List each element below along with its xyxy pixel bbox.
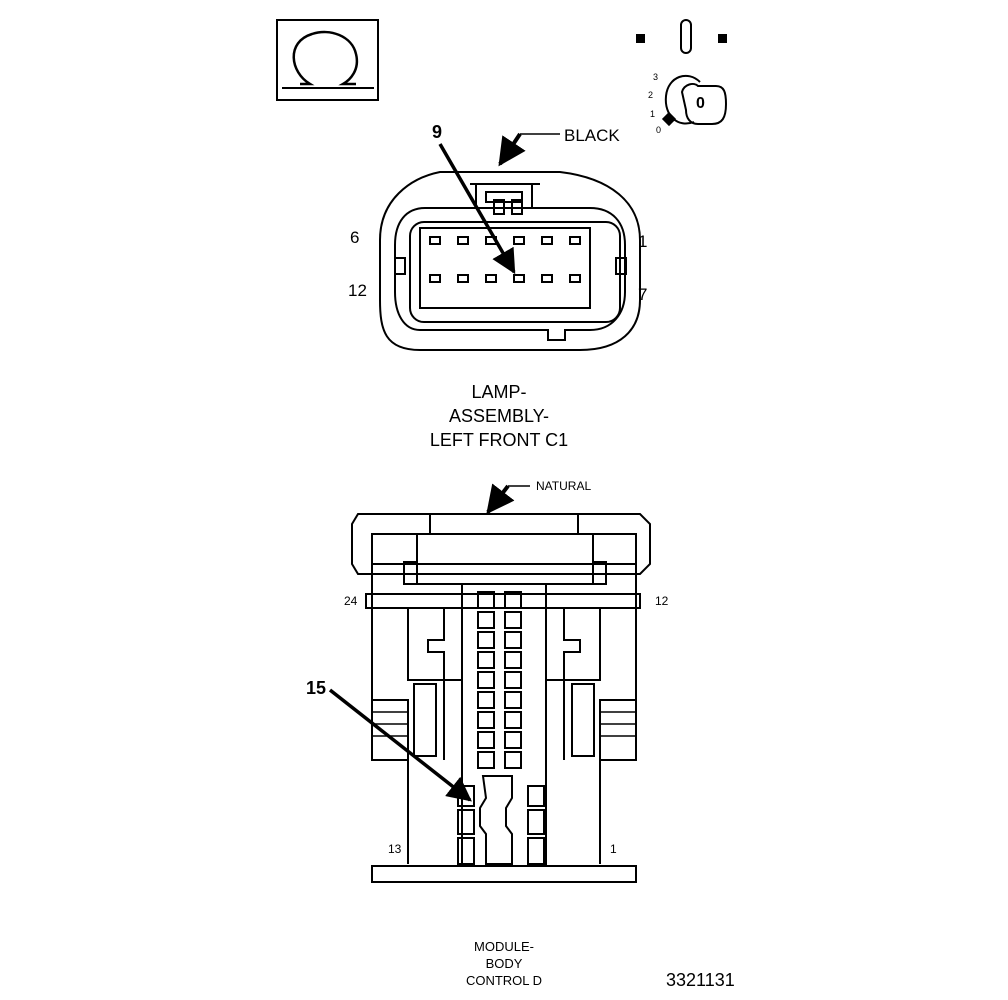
lamp-connector-c1-pins xyxy=(429,236,581,283)
lamp-connector-c1-housing xyxy=(379,171,641,351)
key-position-1-label: 1 xyxy=(650,109,656,119)
body-control-connector-d-housing xyxy=(351,513,651,883)
key-position-2-label: 2 xyxy=(648,90,654,100)
d-callout-pin-number: 15 xyxy=(306,678,327,698)
c1-pin-label-top-left: 6 xyxy=(350,228,360,247)
c1-title-line-1: LAMP- xyxy=(471,382,527,402)
pin-15-callout-arrow xyxy=(328,688,472,802)
d-title-line-1: MODULE- xyxy=(474,939,534,954)
figure-id: 3321131 xyxy=(666,970,735,990)
c1-title-line-2: ASSEMBLY- xyxy=(448,406,550,426)
key-position-3-label: 3 xyxy=(653,72,659,82)
d-color-label: NATURAL xyxy=(536,479,592,493)
key-position-0-label: 0 xyxy=(656,125,662,135)
c1-pin-label-bottom-left: 12 xyxy=(348,281,367,300)
c1-pin-label-top-right: 1 xyxy=(638,232,648,251)
natural-color-arrow xyxy=(486,483,515,515)
ohm-symbol-icon xyxy=(276,19,379,101)
c1-title-line-3: LEFT FRONT C1 xyxy=(429,430,569,450)
key-current-position: 0 xyxy=(696,95,705,112)
d-title-line-3: CONTROL D xyxy=(465,973,543,988)
pin-9-callout-arrow xyxy=(438,143,516,275)
d-pin-label-upper-left: 24 xyxy=(344,594,358,608)
black-color-arrow xyxy=(498,132,526,167)
c1-pin-label-bottom-right: 7 xyxy=(638,285,648,304)
c1-connector-title: LAMP- ASSEMBLY- LEFT FRONT C1 xyxy=(404,380,594,452)
d-title-line-2: BODY xyxy=(485,956,523,971)
d-pin-label-upper-right: 12 xyxy=(655,594,669,608)
d-pin-label-lower-left: 13 xyxy=(388,842,402,856)
d-connector-title: MODULE- BODY CONTROL D xyxy=(444,938,564,989)
d-pin-label-lower-right: 1 xyxy=(610,842,617,856)
c1-callout-pin-number: 9 xyxy=(432,122,443,142)
ignition-key-icon xyxy=(636,19,728,127)
c1-color-label: BLACK xyxy=(564,126,620,145)
body-control-connector-d-pins xyxy=(457,591,545,865)
